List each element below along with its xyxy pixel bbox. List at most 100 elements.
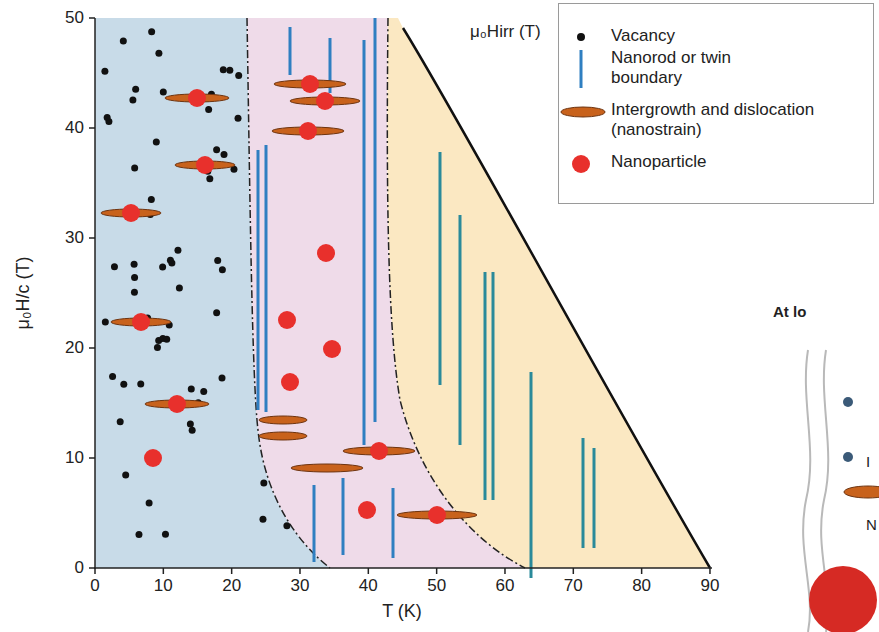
legend-swatch (559, 100, 609, 148)
vacancy-dot (153, 139, 160, 146)
vacancy-dot (235, 115, 242, 122)
vacancy-dot (159, 263, 166, 270)
panel-label: N (866, 517, 877, 534)
legend-swatch (559, 48, 609, 96)
vacancy-dot (122, 471, 129, 478)
intergrowths (101, 80, 477, 519)
vacancy-dot (167, 257, 174, 264)
vacancy-dot (214, 257, 221, 264)
y-tick (89, 237, 95, 239)
vacancy-dot (283, 522, 290, 529)
y-tick-label: 30 (65, 229, 84, 248)
x-tick (573, 568, 575, 574)
x-tick-label: 80 (632, 577, 651, 596)
vacancy-dot (148, 28, 155, 35)
vacancy-dot (135, 531, 142, 538)
y-tick (89, 127, 95, 129)
y-tick-label: 0 (75, 559, 84, 578)
legend-swatch (559, 152, 609, 200)
x-tick (94, 568, 96, 574)
vacancy-dot (120, 381, 127, 388)
vacancy-dot (117, 418, 124, 425)
x-tick (231, 568, 233, 574)
vacancy-dot (160, 89, 167, 96)
vacancy-dot (101, 68, 108, 75)
vacancy-dot (174, 247, 181, 254)
x-tick (299, 568, 301, 574)
vacancy-dot (187, 421, 194, 428)
vacancy-dot (155, 50, 162, 57)
y-tick (89, 17, 95, 19)
x-tick-label: 0 (90, 577, 99, 596)
vacancy-dot (189, 427, 196, 434)
vacancy-dot (132, 86, 139, 93)
vacancy-dot (205, 106, 212, 113)
x-tick-label: 30 (291, 577, 310, 596)
vacancy-dot (206, 175, 213, 182)
legend-label: Vacancy (611, 26, 861, 46)
y-tick-label: 20 (65, 339, 84, 358)
y-tick-label: 50 (65, 9, 84, 28)
vacancy-dot (200, 388, 207, 395)
x-tick-label: 10 (154, 577, 173, 596)
vacancy-dot (219, 374, 226, 381)
x-tick (368, 568, 370, 574)
vacancy-dots (101, 28, 290, 538)
x-axis-title: T (K) (382, 602, 422, 622)
vacancy-dot (102, 318, 109, 325)
vacancy-dot (131, 289, 138, 296)
vacancy-dot (131, 274, 138, 281)
vacancy-dot (148, 196, 155, 203)
vacancy-dot (176, 284, 183, 291)
legend-label: Nanorod or twin boundary (611, 48, 771, 89)
x-tick (641, 568, 643, 574)
legend-label: Intergrowth and dislocation (nanostrain) (611, 100, 826, 141)
legend-box: VacancyNanorod or twin boundaryIntergrow… (558, 3, 874, 204)
vacancy-dot (226, 67, 233, 74)
vacancy-dot (120, 37, 127, 44)
vacancy-dot (213, 146, 220, 153)
y-axis-title: μ₀H/c (T) (14, 257, 34, 330)
vacancy-dot (162, 531, 169, 538)
vacancy-dot (220, 66, 227, 73)
x-tick-label: 60 (496, 577, 515, 596)
x-tick (504, 568, 506, 574)
legend-entry: Intergrowth and dislocation (nanostrain) (559, 100, 869, 148)
y-tick-label: 10 (65, 449, 84, 468)
vacancy-dot (131, 261, 138, 268)
vacancy-dot (188, 385, 195, 392)
vacancy-dot (259, 516, 266, 523)
legend-entry: Nanoparticle (559, 152, 869, 200)
vacancy-dot (221, 151, 228, 158)
x-tick-label: 50 (427, 577, 446, 596)
x-tick-label: 70 (564, 577, 583, 596)
legend-entry: Nanorod or twin boundary (559, 48, 869, 96)
vacancy-dot (137, 381, 144, 388)
vacancy-dot (129, 97, 136, 104)
x-tick (709, 568, 711, 574)
y-tick (89, 457, 95, 459)
irreversibility-label: μ₀Hirr (T) (470, 23, 541, 42)
vacancy-dot (235, 72, 242, 79)
panel-heading: At lo (773, 304, 806, 321)
x-tick (163, 568, 165, 574)
legend-swatch (559, 26, 609, 74)
y-tick (89, 567, 95, 569)
x-tick-label: 20 (222, 577, 241, 596)
nanorods (258, 18, 594, 578)
vacancy-dot (104, 114, 111, 121)
vacancy-dot (260, 479, 267, 486)
vacancy-dot (154, 344, 161, 351)
cropped-illustration (803, 350, 879, 632)
vacancy-dot (109, 373, 116, 380)
x-tick-label: 90 (701, 577, 720, 596)
dash-dot-boundary (387, 18, 525, 568)
vacancy-dot (213, 309, 220, 316)
nanoparticles (122, 75, 446, 524)
panel-label: I (866, 454, 870, 471)
vacancy-dot (111, 263, 118, 270)
vacancy-dot (219, 266, 226, 273)
vacancy-dot (131, 164, 138, 171)
y-tick (89, 347, 95, 349)
vacancy-dot (146, 500, 153, 507)
